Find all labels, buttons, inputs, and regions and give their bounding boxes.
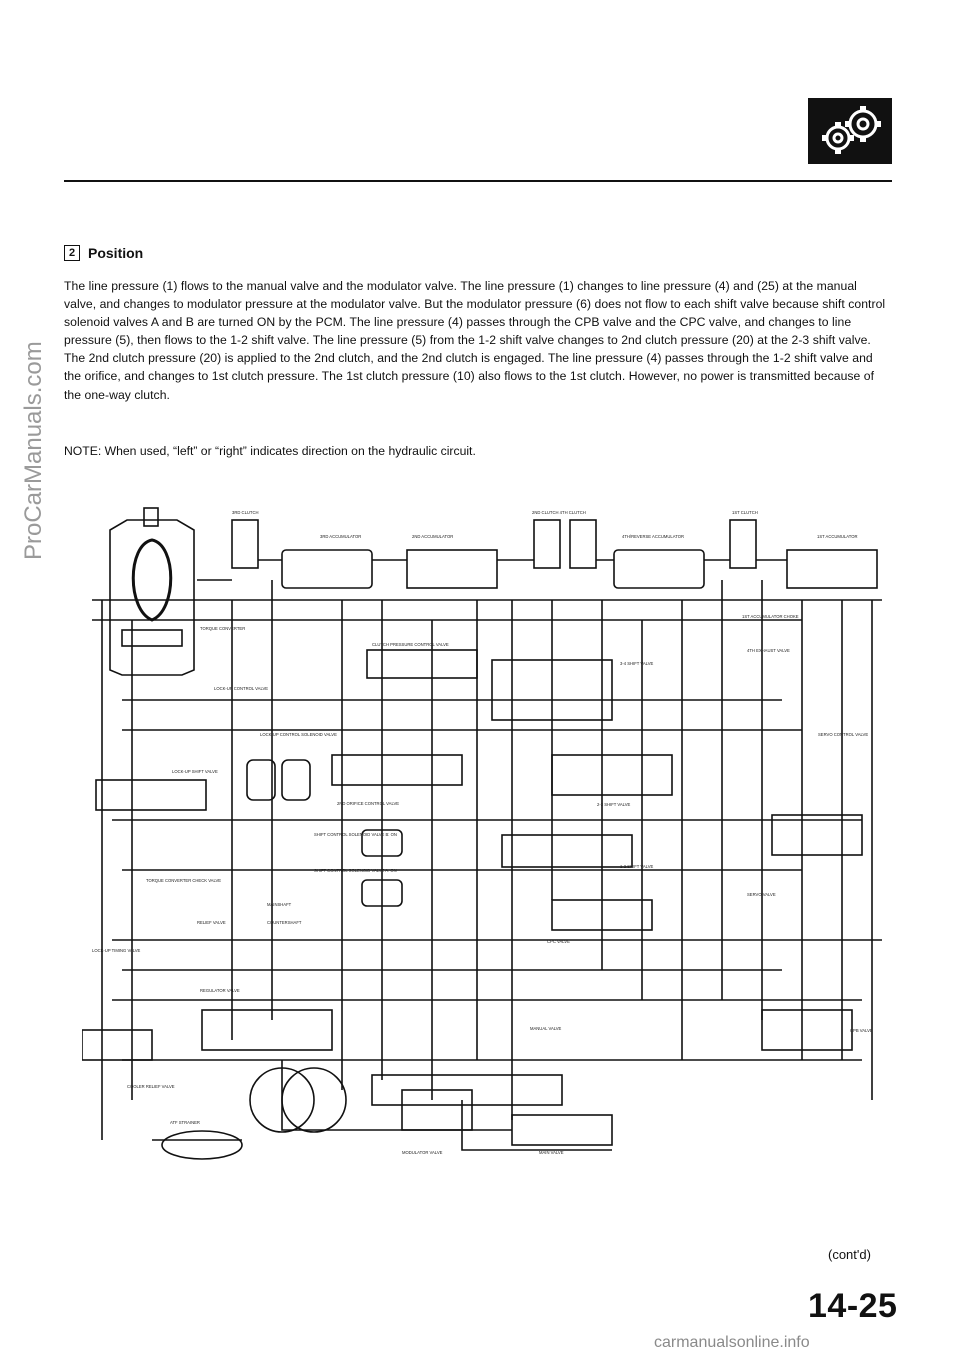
hydraulic-circuit-svg: 3RD CLUTCH 3RD ACCUMULATOR 2ND ACCUMULAT… bbox=[81, 507, 882, 1160]
label-manual-valve: MANUAL VALVE bbox=[530, 1026, 562, 1031]
body-paragraph: The line pressure (1) flows to the manua… bbox=[64, 277, 892, 404]
label-relief-valve: RELIEF VALVE bbox=[197, 920, 226, 925]
continued-label: (cont'd) bbox=[828, 1247, 871, 1262]
atf-strainer-symbol bbox=[161, 1130, 243, 1160]
label-shift-control-solenoid-b: SHIFT CONTROL SOLENOID VALVE B: ON bbox=[314, 832, 397, 837]
label-lockup-shift-valve: LOCK-UP SHIFT VALVE bbox=[172, 769, 218, 774]
label-lockup-timing-valve: LOCK-UP TIMING VALVE bbox=[92, 948, 141, 953]
fourth-clutch-symbol bbox=[569, 519, 597, 569]
label-servo-valve: SERVO VALVE bbox=[747, 892, 776, 897]
label-cpb-valve: CPB VALVE bbox=[850, 1028, 873, 1033]
lockup-control-valve-symbol bbox=[95, 779, 207, 811]
servo-valve-symbol bbox=[771, 814, 863, 856]
second-accumulator-symbol bbox=[406, 549, 498, 589]
body-text: The line pressure (1) flows to the manua… bbox=[64, 279, 886, 402]
label-fourth-reverse-accumulator: 4TH/REVERSE ACCUMULATOR bbox=[622, 534, 684, 539]
label-second-accumulator: 2ND ACCUMULATOR bbox=[412, 534, 453, 539]
label-torque-converter-check-valve: TORQUE CONVERTER CHECK VALVE bbox=[146, 878, 221, 883]
footer-watermark: carmanualsonline.info bbox=[654, 1334, 810, 1351]
torque-converter-housing bbox=[109, 519, 195, 676]
label-torque-converter: TORQUE CONVERTER bbox=[200, 626, 245, 631]
first-clutch-symbol bbox=[729, 519, 757, 569]
label-second-orifice-control-valve: 2ND ORIFICE CONTROL VALVE bbox=[337, 801, 399, 806]
label-three-four-shift-valve: 3-4 SHIFT VALVE bbox=[620, 661, 653, 666]
label-modulator-valve: MODULATOR VALVE bbox=[402, 1150, 443, 1155]
hydraulic-circuit-diagram: 3RD CLUTCH 3RD ACCUMULATOR 2ND ACCUMULAT… bbox=[81, 500, 892, 1170]
label-first-accumulator-choke: 1ST ACCUMULATOR CHOKE bbox=[742, 614, 799, 619]
section-number: 2 bbox=[64, 245, 80, 261]
regulator-valve-symbol bbox=[201, 1009, 333, 1051]
label-third-accumulator: 3RD ACCUMULATOR bbox=[320, 534, 361, 539]
label-third-clutch: 3RD CLUTCH bbox=[232, 510, 259, 515]
label-one-two-shift-valve: 1-2 SHIFT VALVE bbox=[620, 864, 653, 869]
label-atf-strainer: ATF STRAINER bbox=[170, 1120, 200, 1125]
clutch-pressure-control-valve-symbol bbox=[366, 649, 478, 679]
lockup-shift-valve-symbol bbox=[331, 754, 463, 786]
label-first-accumulator: 1ST ACCUMULATOR bbox=[817, 534, 858, 539]
label-mainshaft: MAINSHAFT bbox=[267, 902, 292, 907]
one-two-shift-valve-symbol bbox=[501, 834, 633, 868]
label-servo-control-valve: SERVO CONTROL VALVE bbox=[818, 732, 868, 737]
label-fourth-exhaust-valve: 4TH EXHAUST VALVE bbox=[747, 648, 790, 653]
page-number: 14-25 bbox=[808, 1287, 898, 1325]
label-main-valve: MAIN VALVE bbox=[539, 1150, 564, 1155]
label-cpc-valve: CPC VALVE bbox=[547, 939, 570, 944]
label-cooler-relief-valve: COOLER RELIEF VALVE bbox=[127, 1084, 175, 1089]
gear-logo-icon bbox=[808, 98, 892, 164]
label-lockup-control-valve: LOCK-UP CONTROL VALVE bbox=[214, 686, 268, 691]
manual-valve-symbol bbox=[371, 1074, 563, 1106]
side-watermark: ProCarManuals.com bbox=[20, 341, 47, 560]
lockup-timing-valve-symbol bbox=[81, 1029, 153, 1061]
label-lockup-control-solenoid-valve: LOCK-UP CONTROL SOLENOID VALVE bbox=[260, 732, 337, 737]
first-accumulator-symbol bbox=[786, 549, 878, 589]
section-heading: 2 Position bbox=[64, 245, 143, 261]
header-rule bbox=[64, 180, 892, 182]
third-accumulator-symbol bbox=[281, 549, 373, 589]
second-clutch-symbol bbox=[533, 519, 561, 569]
label-second-fourth-clutch: 2ND CLUTCH 4TH CLUTCH bbox=[532, 510, 586, 515]
gear-icon bbox=[808, 98, 892, 164]
fourth-reverse-accumulator-symbol bbox=[613, 549, 705, 589]
label-regulator-valve: REGULATOR VALVE bbox=[200, 988, 240, 993]
cpb-valve-symbol bbox=[761, 1009, 853, 1051]
third-clutch-symbol bbox=[231, 519, 259, 569]
label-countershaft: COUNTERSHAFT bbox=[267, 920, 302, 925]
label-clutch-pressure-control-valve: CLUTCH PRESSURE CONTROL VALVE bbox=[372, 642, 449, 647]
note-text: NOTE: When used, “left” or “right” indic… bbox=[64, 444, 476, 458]
label-two-three-shift-valve: 2-3 SHIFT VALVE bbox=[597, 802, 630, 807]
two-three-shift-valve-symbol bbox=[551, 754, 673, 796]
section-title: Position bbox=[88, 245, 144, 261]
main-valve-symbol bbox=[511, 1114, 613, 1146]
label-shift-control-solenoid-a: SHIFT CONTROL SOLENOID VALVE A: ON bbox=[314, 868, 397, 873]
label-first-clutch: 1ST CLUTCH bbox=[732, 510, 758, 515]
